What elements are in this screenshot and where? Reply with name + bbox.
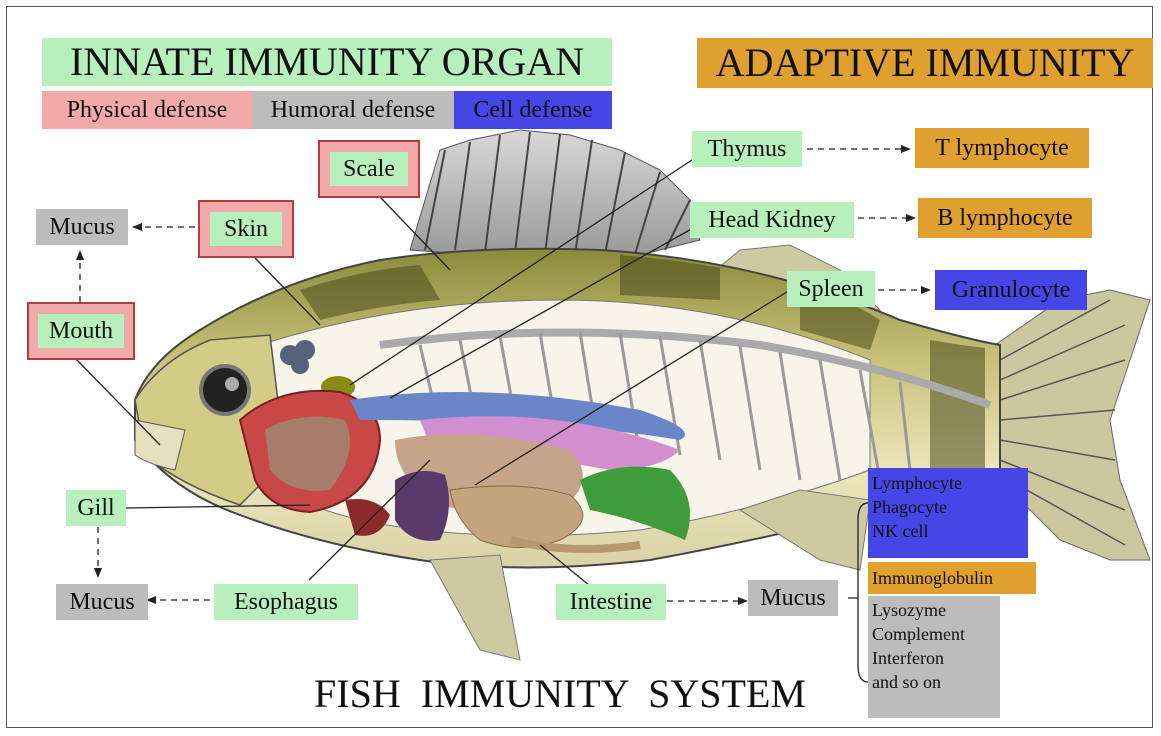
spleen-label: Spleen <box>787 271 875 307</box>
mucus-top-label: Mucus <box>36 209 128 245</box>
b-lymphocyte-label: B lymphocyte <box>918 198 1092 238</box>
physical-defense-legend: Physical defense <box>42 91 252 129</box>
component-phagocyte: Phagocyte <box>872 495 1028 519</box>
granulocyte-label: Granulocyte <box>935 270 1087 310</box>
esophagus-label: Esophagus <box>214 584 358 620</box>
cell-defense-legend: Cell defense <box>454 91 612 129</box>
thymus-label: Thymus <box>692 131 802 167</box>
adaptive-immunity-header: ADAPTIVE IMMUNITY <box>697 38 1153 88</box>
dorsal-fin <box>410 130 700 255</box>
mucus-humoral-components: Lysozyme Complement Interferon and so on <box>868 596 1000 718</box>
mucus-intestine-label: Mucus <box>748 580 838 616</box>
immunoglobulin-label: Immunoglobulin <box>868 562 1036 594</box>
skin-label: Skin <box>210 212 282 246</box>
component-complement: Complement <box>872 622 1000 646</box>
component-lysozyme: Lysozyme <box>872 598 1000 622</box>
component-and-so-on: and so on <box>872 670 1000 694</box>
t-lymphocyte-label: T lymphocyte <box>915 128 1089 168</box>
innate-immunity-header: INNATE IMMUNITY ORGAN <box>42 38 612 86</box>
fish-immunity-system-title: FISH IMMUNITY SYSTEM <box>280 672 840 716</box>
mucus-cell-components: Lymphocyte Phagocyte NK cell <box>868 468 1028 558</box>
scale-label: Scale <box>330 152 408 186</box>
head-kidney-label: Head Kidney <box>690 202 854 238</box>
mouth-label: Mouth <box>38 314 124 348</box>
component-lymphocyte: Lymphocyte <box>872 471 1028 495</box>
humoral-defense-legend: Humoral defense <box>252 91 454 129</box>
fish-eye <box>201 366 249 414</box>
component-interferon: Interferon <box>872 646 1000 670</box>
component-nk-cell: NK cell <box>872 519 1028 543</box>
mucus-bottom-label: Mucus <box>56 584 148 620</box>
intestine-label: Intestine <box>556 584 666 620</box>
pelvic-fin <box>430 555 520 660</box>
gill-label: Gill <box>66 490 126 526</box>
